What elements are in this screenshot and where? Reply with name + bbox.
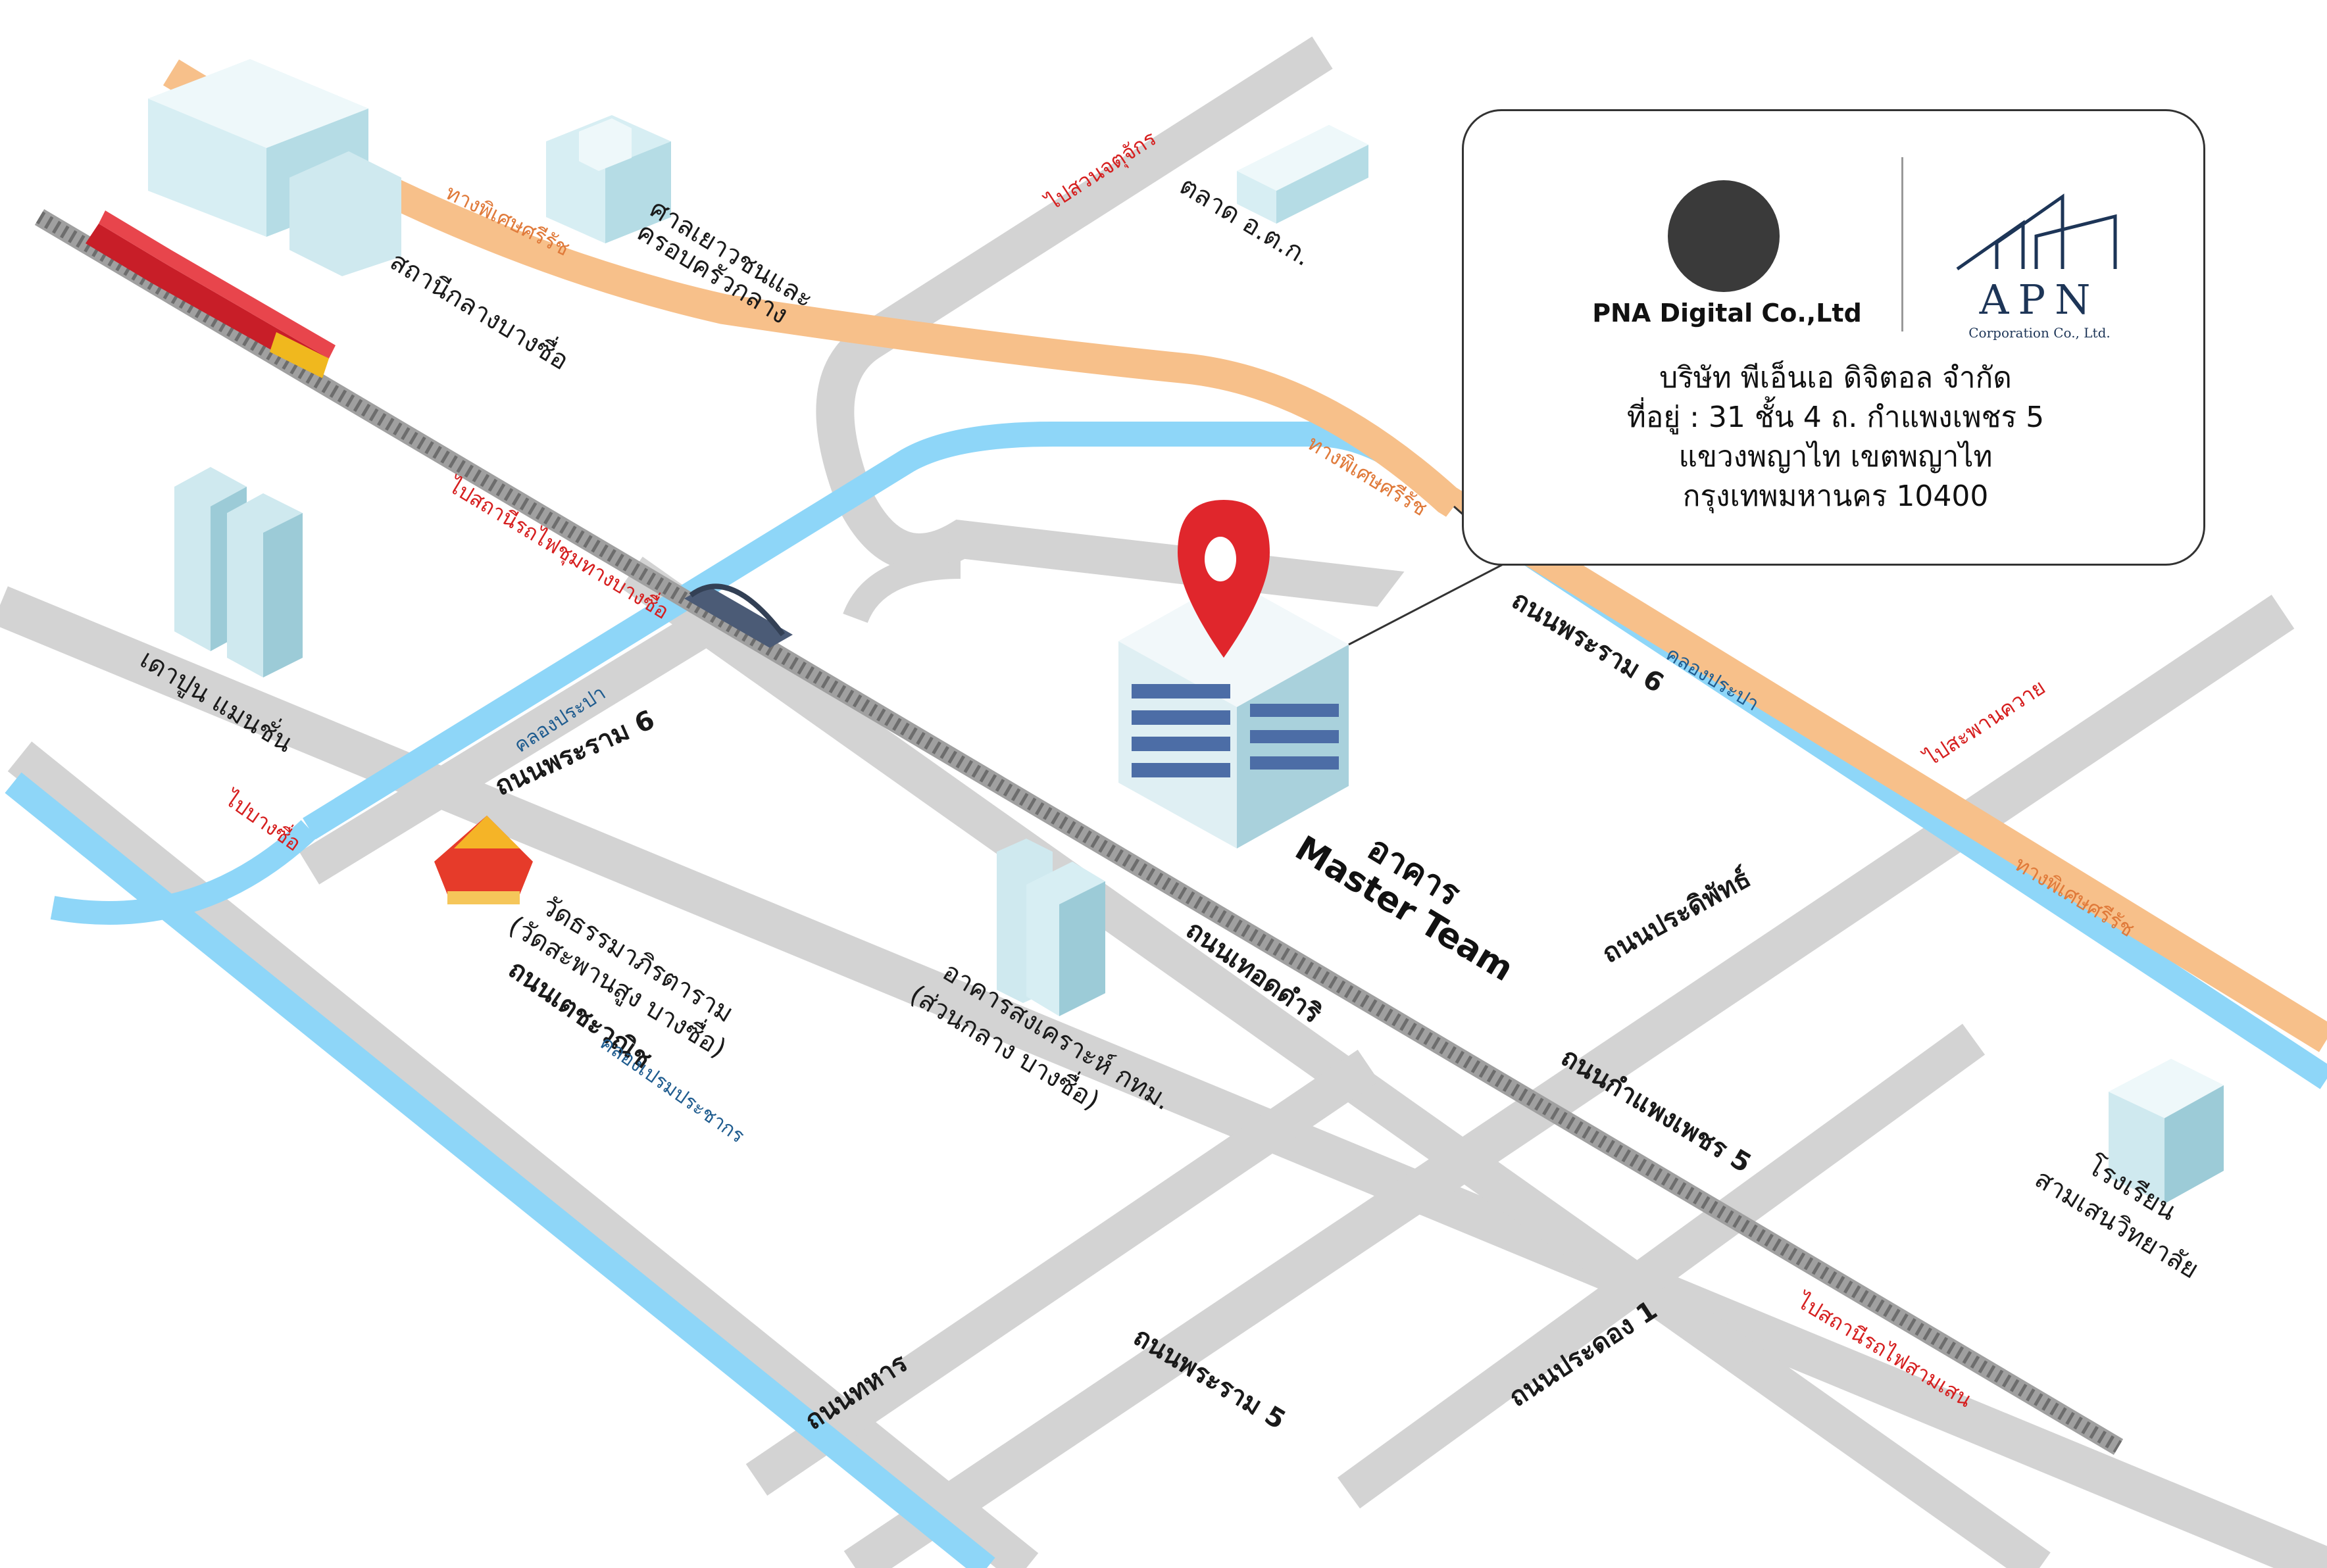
railway — [34, 208, 2124, 1456]
address-line-1: บริษัท พีเอ็นเอ ดิจิตอล จำกัด — [1659, 361, 2012, 395]
apn-company-subtitle: Corporation Co., Ltd. — [1968, 325, 2111, 341]
pna-logo-icon — [1668, 180, 1780, 292]
temple-icon — [434, 816, 533, 904]
road-cross-1 — [299, 615, 708, 885]
bang-sue-station-icon — [148, 59, 401, 276]
label-road-pradiphat: ถนนประดิพัทธ์ — [1597, 863, 1756, 969]
apn-company-name: APN — [1979, 276, 2100, 324]
address-line-3: แขวงพญาไท เขตพญาไท — [1678, 440, 1993, 474]
road-pradiphat — [843, 595, 2295, 1568]
address-line-4: กรุงเทพมหานคร 10400 — [1682, 479, 1989, 513]
train-icon — [86, 210, 336, 378]
welfare-building-icon — [997, 839, 1105, 1016]
youth-center-icon — [546, 115, 671, 243]
road-inner-loop — [843, 552, 961, 624]
canal-left-curve — [50, 820, 318, 925]
building-windows — [1132, 684, 1339, 777]
expressway-srirat — [163, 59, 2327, 1052]
address-line-2: ที่อยู่ : 31 ชั้น 4 ถ. กำแพงเพชร 5 — [1626, 401, 2045, 434]
market-icon — [1237, 125, 1368, 224]
location-pin-icon — [1178, 500, 1270, 658]
road-rama6 — [0, 586, 2327, 1568]
road-pradu — [1337, 1023, 1986, 1509]
label-canal-premprachakorn: คลองเปรมประชากร — [595, 1031, 748, 1148]
label-road-kamphaeng-phet5: ถนนกำแพงเพชร 5 — [1556, 1042, 1757, 1179]
bridge-icon — [684, 583, 793, 648]
road-upper-diagonal — [858, 36, 1333, 358]
school-icon — [2109, 1059, 2224, 1204]
towers-icon — [174, 467, 303, 677]
road-thahan — [745, 1049, 1380, 1496]
logo-divider — [1901, 157, 1903, 331]
apn-logo-icon — [1956, 193, 2117, 271]
label-to-bang-sue: ไปบางซื่อ — [219, 783, 307, 856]
company-info-callout: PNA Digital Co.,Ltd APN Corporation Co.,… — [1462, 109, 2205, 566]
waterway-network — [5, 422, 2327, 1568]
label-to-bang-sue-station: ไปสถานีรถไฟชุมทางบางซื่อ — [443, 470, 674, 625]
pna-company-name: PNA Digital Co.,Ltd — [1592, 299, 1862, 328]
